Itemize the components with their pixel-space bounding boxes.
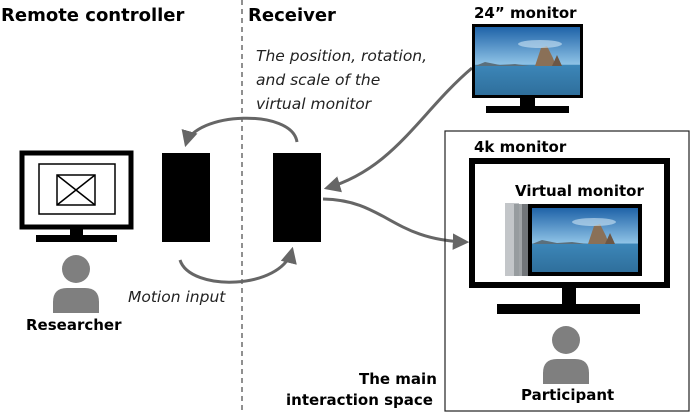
transform-annotation-line-3: virtual monitor <box>256 95 372 113</box>
virtual-monitor <box>528 204 642 276</box>
motion-input-arrow <box>178 246 297 284</box>
monitor-4k-label: 4k monitor <box>474 138 567 156</box>
researcher-monitor <box>19 150 134 242</box>
motion-input-annotation: Motion input <box>128 288 226 306</box>
transform-arrow <box>181 116 299 148</box>
monitor-to-receiver-arrow <box>323 66 473 193</box>
participant-person-icon <box>543 326 589 384</box>
researcher-person-icon <box>53 255 99 313</box>
image-placeholder-icon <box>56 174 96 206</box>
monitor-24-label: 24” monitor <box>474 4 577 22</box>
virtual-monitor-label: Virtual monitor <box>515 182 644 200</box>
monitor-24-inch <box>472 24 583 113</box>
section-remote-controller: Remote controller <box>1 5 185 26</box>
participant-label: Participant <box>521 386 615 404</box>
receiver-device <box>273 153 321 242</box>
receiver-to-4k-arrow <box>322 197 470 250</box>
transform-annotation-line-2: and scale of the <box>256 71 381 89</box>
transform-annotation-line-1: The position, rotation, <box>256 47 428 65</box>
interaction-space-label-line-2: interaction space <box>286 391 433 409</box>
researcher-label: Researcher <box>26 316 122 334</box>
interaction-space-label-line-1: The main <box>359 370 437 388</box>
section-receiver: Receiver <box>248 5 336 26</box>
controller-device <box>162 153 210 242</box>
interaction-space-box <box>444 130 690 412</box>
